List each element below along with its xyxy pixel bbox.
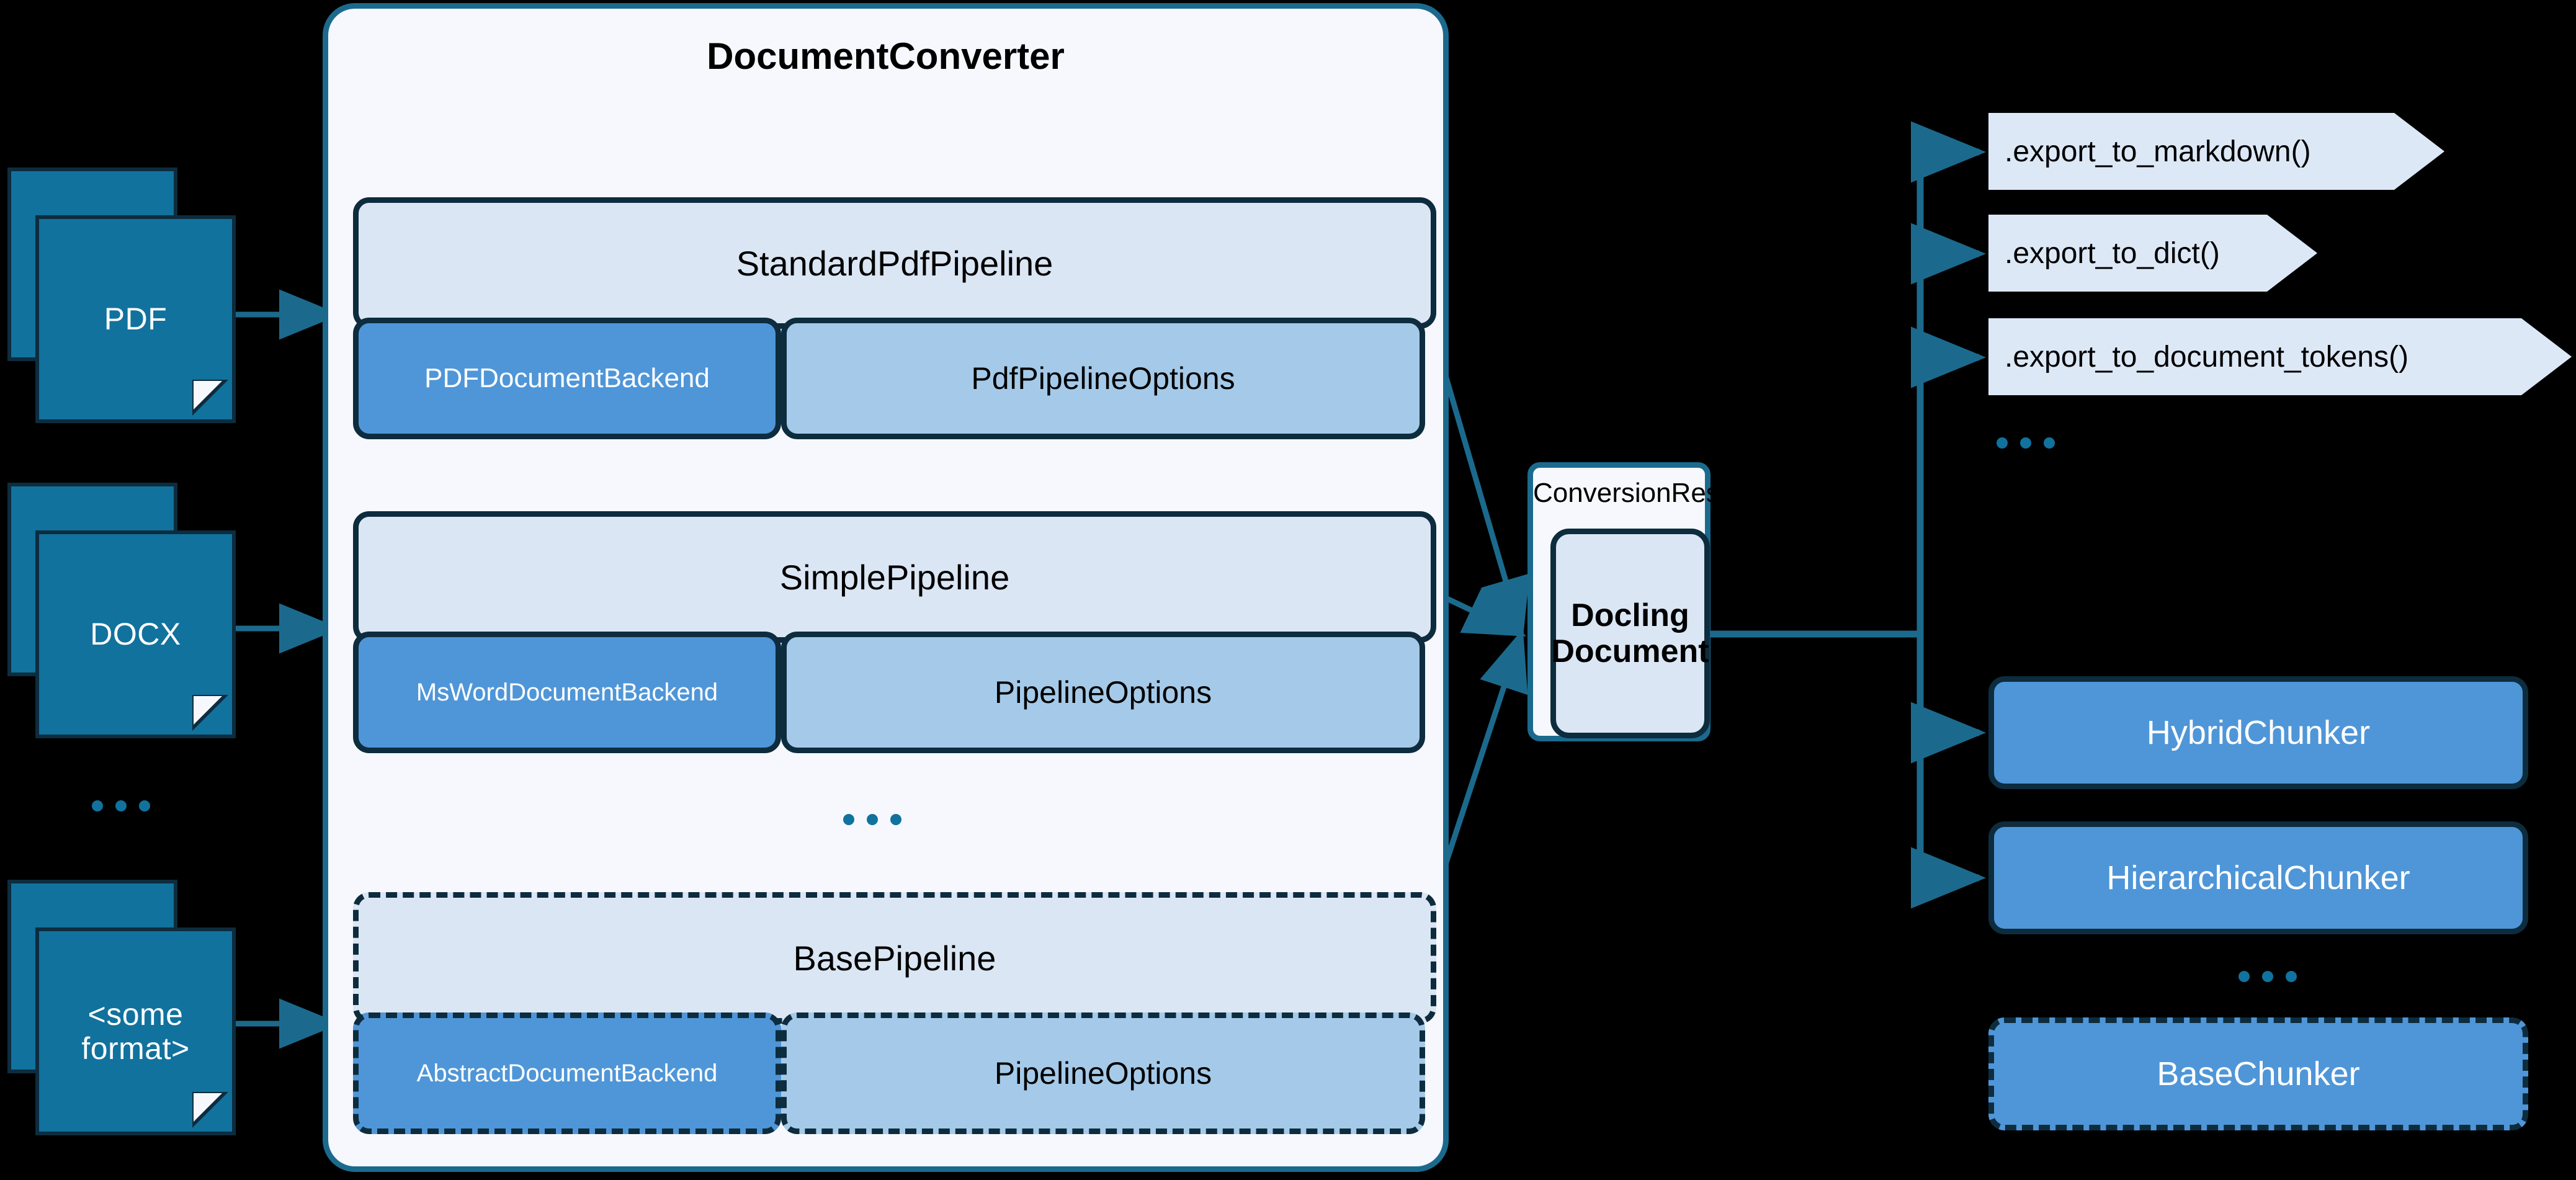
input-document-docx[interactable]: DOCX — [7, 483, 236, 738]
exports-ellipsis — [1997, 437, 2055, 449]
chunker-label: HybridChunker — [2146, 714, 2371, 751]
options-box-pdfpipelineoptions[interactable]: PdfPipelineOptions — [781, 318, 1425, 439]
options-label: PdfPipelineOptions — [971, 361, 1235, 396]
input-document-pdf[interactable]: PDF — [7, 168, 236, 423]
pipeline-box-simplepipeline[interactable]: SimplePipeline — [353, 511, 1436, 643]
export-method-label: .export_to_markdown() — [2005, 135, 2311, 168]
pipeline-children-row: PDFDocumentBackend PdfPipelineOptions — [353, 318, 1425, 439]
pipeline-children-row: AbstractDocumentBackend PipelineOptions — [353, 1012, 1425, 1134]
chunker-box-hierarchicalchunker[interactable]: HierarchicalChunker — [1988, 821, 2528, 934]
pipeline-box-basepipeline[interactable]: BasePipeline — [353, 892, 1436, 1024]
docling-document-label: Docling Document — [1551, 597, 1709, 669]
page-fold-inner-icon — [194, 381, 222, 409]
chunker-box-hybridchunker[interactable]: HybridChunker — [1988, 676, 2528, 789]
backend-box-abstractdocumentbackend[interactable]: AbstractDocumentBackend — [353, 1012, 781, 1134]
page-fold-inner-icon — [194, 1093, 222, 1122]
input-document-label: PDF — [104, 302, 168, 336]
export-method-dict[interactable]: .export_to_dict() — [1988, 215, 2317, 292]
conversion-result-panel[interactable]: ConversionResult Docling Document — [1527, 462, 1749, 741]
chunker-label: BaseChunker — [2157, 1055, 2360, 1093]
pipeline-group-simplepipeline[interactable]: SimplePipeline MsWordDocumentBackend Pip… — [353, 511, 1436, 753]
options-label: PipelineOptions — [994, 675, 1212, 710]
pipeline-label: BasePipeline — [793, 938, 996, 978]
page-fold-inner-icon — [194, 696, 222, 725]
conversion-result-title: ConversionResult — [1533, 478, 1749, 508]
pipeline-label: StandardPdfPipeline — [736, 243, 1053, 283]
options-box-pipelineoptions[interactable]: PipelineOptions — [781, 632, 1425, 753]
pipeline-group-basepipeline[interactable]: BasePipeline AbstractDocumentBackend Pip… — [353, 892, 1436, 1134]
export-method-label: .export_to_document_tokens() — [2005, 340, 2409, 373]
edge-conversionresult-trunk — [1711, 152, 1924, 878]
input-document-label: DOCX — [90, 617, 181, 651]
pipelines-ellipsis — [843, 814, 901, 825]
inputs-ellipsis — [92, 800, 150, 811]
backend-label: PDFDocumentBackend — [424, 363, 710, 393]
chunker-box-basechunker[interactable]: BaseChunker — [1988, 1017, 2528, 1130]
backend-label: MsWordDocumentBackend — [416, 678, 718, 706]
options-label: PipelineOptions — [994, 1056, 1212, 1091]
chunker-label: HierarchicalChunker — [2106, 859, 2410, 896]
options-box-pipelineoptions-abstract[interactable]: PipelineOptions — [781, 1012, 1425, 1134]
pipeline-label: SimplePipeline — [779, 557, 1010, 597]
backend-box-mswordocumentbackend[interactable]: MsWordDocumentBackend — [353, 632, 781, 753]
chunkers-ellipsis — [2238, 971, 2297, 982]
backend-box-pdfdocumentbackend[interactable]: PDFDocumentBackend — [353, 318, 781, 439]
backend-label: AbstractDocumentBackend — [416, 1059, 718, 1087]
pipeline-box-standardpdfpipeline[interactable]: StandardPdfPipeline — [353, 197, 1436, 329]
input-document-label: <some format> — [81, 996, 190, 1066]
export-method-document-tokens[interactable]: .export_to_document_tokens() — [1988, 318, 2572, 395]
input-document-someformat[interactable]: <some format> — [7, 880, 236, 1135]
document-converter-title: DocumentConverter — [707, 35, 1065, 77]
pipeline-group-standardpdfpipeline[interactable]: StandardPdfPipeline PDFDocumentBackend P… — [353, 197, 1436, 439]
export-method-label: .export_to_dict() — [2005, 236, 2220, 270]
document-converter-panel[interactable]: DocumentConverter StandardPdfPipeline PD… — [323, 3, 1449, 1172]
docling-document-box[interactable]: Docling Document — [1550, 529, 1710, 738]
pipeline-children-row: MsWordDocumentBackend PipelineOptions — [353, 632, 1425, 753]
export-method-markdown[interactable]: .export_to_markdown() — [1988, 113, 2444, 190]
